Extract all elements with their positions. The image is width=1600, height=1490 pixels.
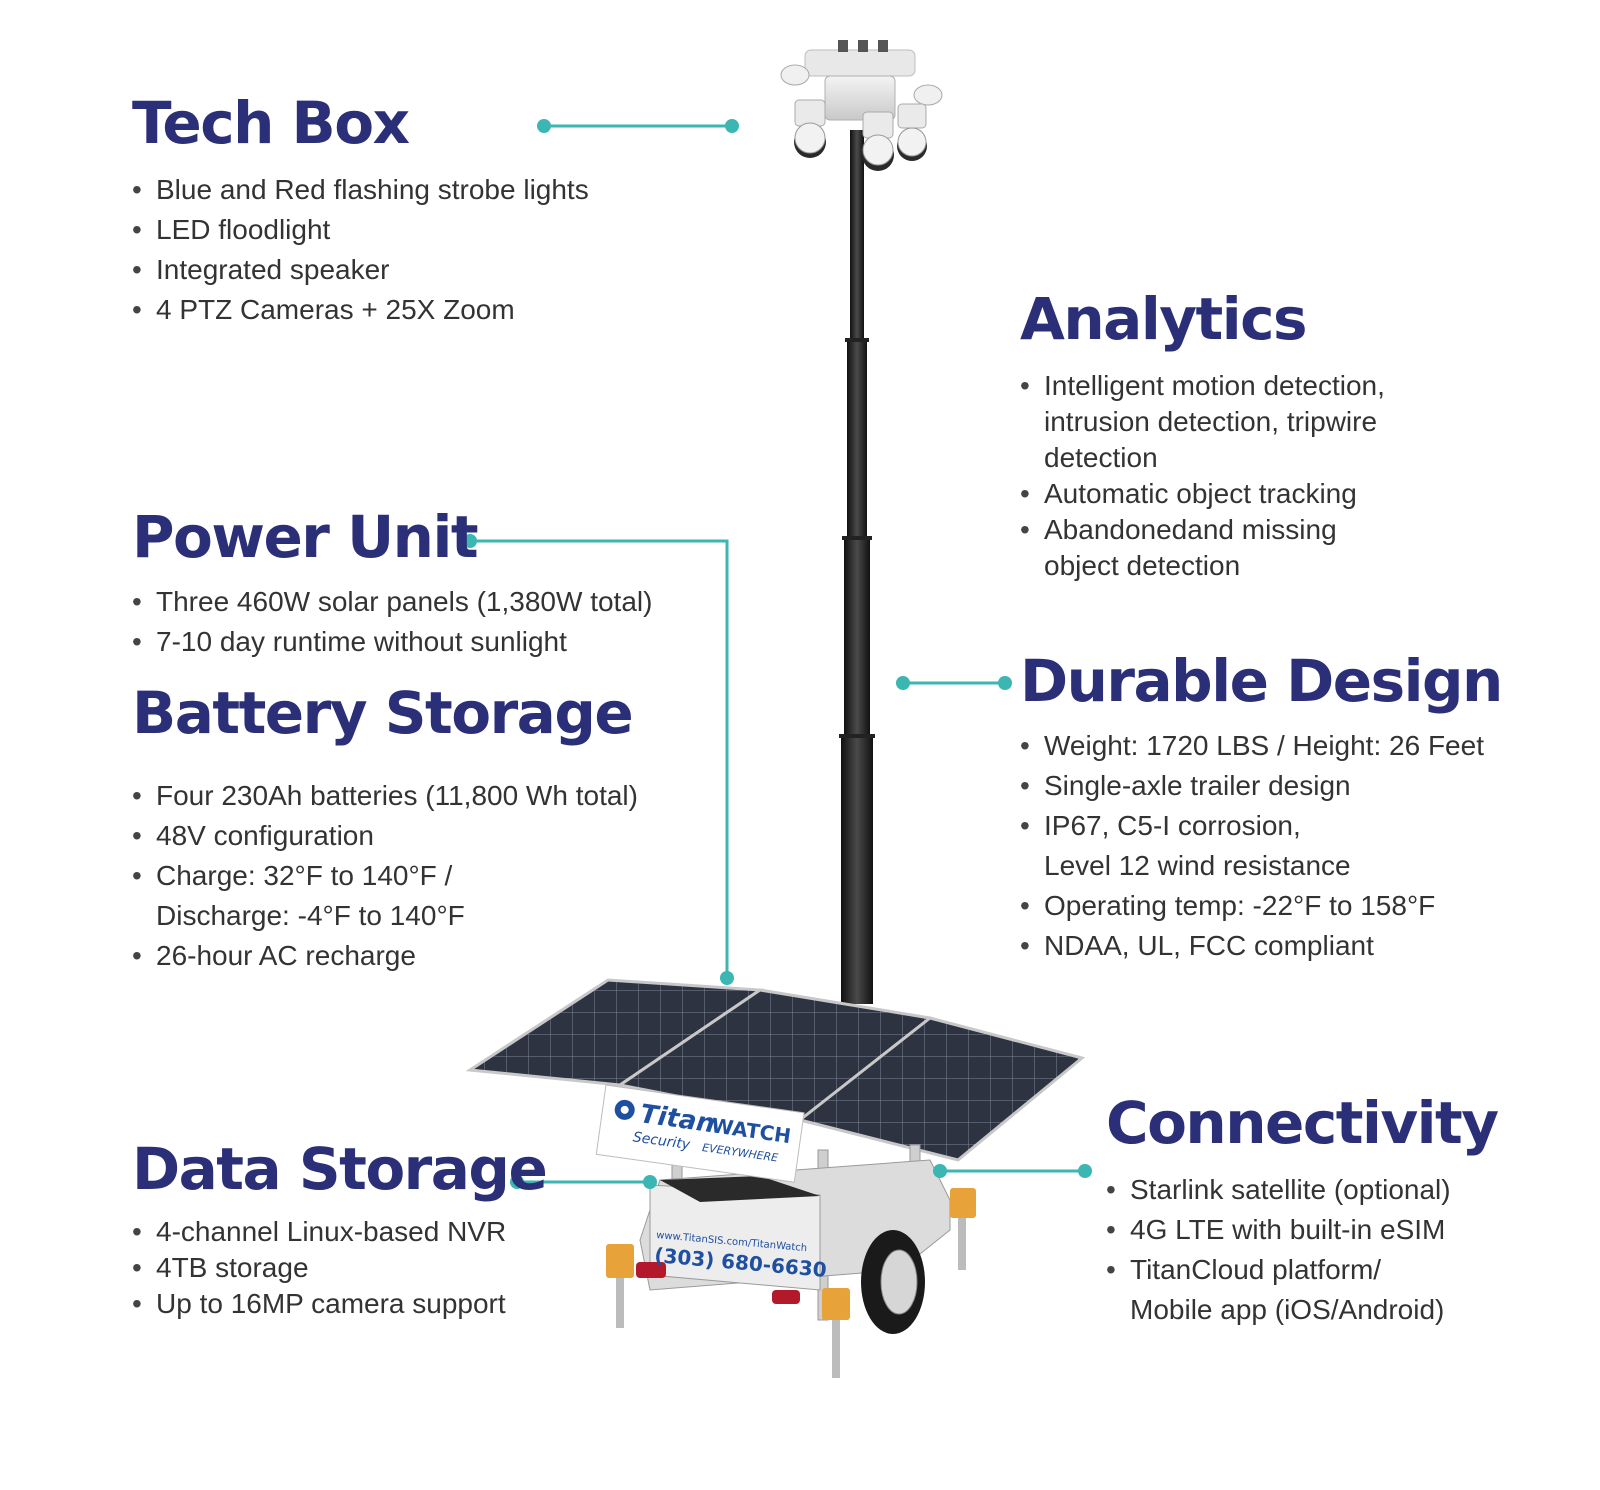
list-item: • Operating temp: -22°F to 158°F — [1020, 890, 1436, 921]
connectivity-list: • Starlink satellite (optional) • 4G LTE… — [1106, 1170, 1498, 1330]
data-storage-title: Data Storage — [132, 1135, 548, 1203]
list-item: • Single-axle trailer design — [1020, 770, 1351, 801]
battery-storage-list: • Four 230Ah batteries (11,800 Wh total)… — [132, 776, 638, 976]
telescopic-mast — [839, 130, 875, 1004]
analytics-section: Analytics • Intelligent motion detection… — [1020, 286, 1385, 584]
list-item: • Four 230Ah batteries (11,800 Wh total) — [132, 780, 638, 811]
durable-design-title: Durable Design — [1020, 647, 1503, 715]
list-item: • 48V configuration — [132, 820, 374, 851]
callout-connectors — [463, 119, 1092, 1189]
durable-design-list: • Weight: 1720 LBS / Height: 26 Feet • S… — [1020, 726, 1502, 966]
battery-storage-section: Battery Storage • Four 230Ah batteries (… — [132, 680, 638, 976]
list-item: • Automatic object tracking — [1020, 478, 1357, 509]
list-item: •4 PTZ Cameras + 25X Zoom — [132, 294, 515, 325]
solar-panels — [465, 978, 1086, 1162]
tech-box-title: Tech Box — [132, 89, 410, 157]
connectivity-section: Connectivity • Starlink satellite (optio… — [1106, 1089, 1499, 1330]
list-item: • 4G LTE with built-in eSIM — [1106, 1214, 1446, 1245]
durable-design-section: Durable Design • Weight: 1720 LBS / Heig… — [1020, 647, 1503, 966]
list-item: •LED floodlight — [132, 214, 331, 245]
ptz-camera-icon — [794, 99, 826, 158]
connectivity-title: Connectivity — [1106, 1089, 1499, 1157]
list-item: •4-channel Linux-based NVR — [132, 1216, 507, 1247]
power-unit-title: Power Unit — [132, 503, 479, 571]
list-item: •Three 460W solar panels (1,380W total) — [132, 586, 653, 617]
analytics-list: • Intelligent motion detection, intrusio… — [1020, 368, 1385, 584]
list-item: •Integrated speaker — [132, 254, 390, 285]
data-storage-list: •4-channel Linux-based NVR •4TB storage … — [132, 1214, 546, 1322]
list-item: • TitanCloud platform/ Mobile app (iOS/A… — [1106, 1254, 1445, 1325]
power-unit-section: Power Unit •Three 460W solar panels (1,3… — [132, 504, 652, 662]
tech-box-list: •Blue and Red flashing strobe lights •LE… — [132, 170, 589, 330]
list-item: •7-10 day runtime without sunlight — [132, 626, 567, 657]
list-item: • Starlink satellite (optional) — [1106, 1174, 1451, 1205]
list-item: • IP67, C5-I corrosion, Level 12 wind re… — [1020, 810, 1351, 881]
analytics-title: Analytics — [1020, 285, 1308, 353]
ptz-camera-icon — [862, 111, 894, 171]
list-item: • 26-hour AC recharge — [132, 940, 416, 971]
power-unit-list: •Three 460W solar panels (1,380W total) … — [132, 582, 652, 662]
list-item: •Up to 16MP camera support — [132, 1288, 506, 1319]
list-item: • Intelligent motion detection, intrusio… — [1020, 370, 1385, 473]
battery-storage-title: Battery Storage — [132, 679, 634, 747]
list-item: • Abandonedand missing object detection — [1020, 514, 1337, 581]
list-item: • NDAA, UL, FCC compliant — [1020, 930, 1374, 961]
brand-sign: Titan WATCH Security EVERYWHERE — [595, 1084, 805, 1183]
list-item: • Weight: 1720 LBS / Height: 26 Feet — [1020, 730, 1484, 761]
trailer-frame — [606, 1129, 976, 1378]
tech-box-section: Tech Box •Blue and Red flashing strobe l… — [132, 90, 589, 330]
list-item: •Blue and Red flashing strobe lights — [132, 174, 589, 205]
ptz-camera-icon — [897, 103, 927, 161]
data-storage-section: Data Storage •4-channel Linux-based NVR … — [132, 1135, 548, 1322]
list-item: •4TB storage — [132, 1252, 309, 1283]
list-item: • Charge: 32°F to 140°F / Discharge: -4°… — [132, 860, 465, 931]
tech-box-head — [780, 40, 943, 171]
